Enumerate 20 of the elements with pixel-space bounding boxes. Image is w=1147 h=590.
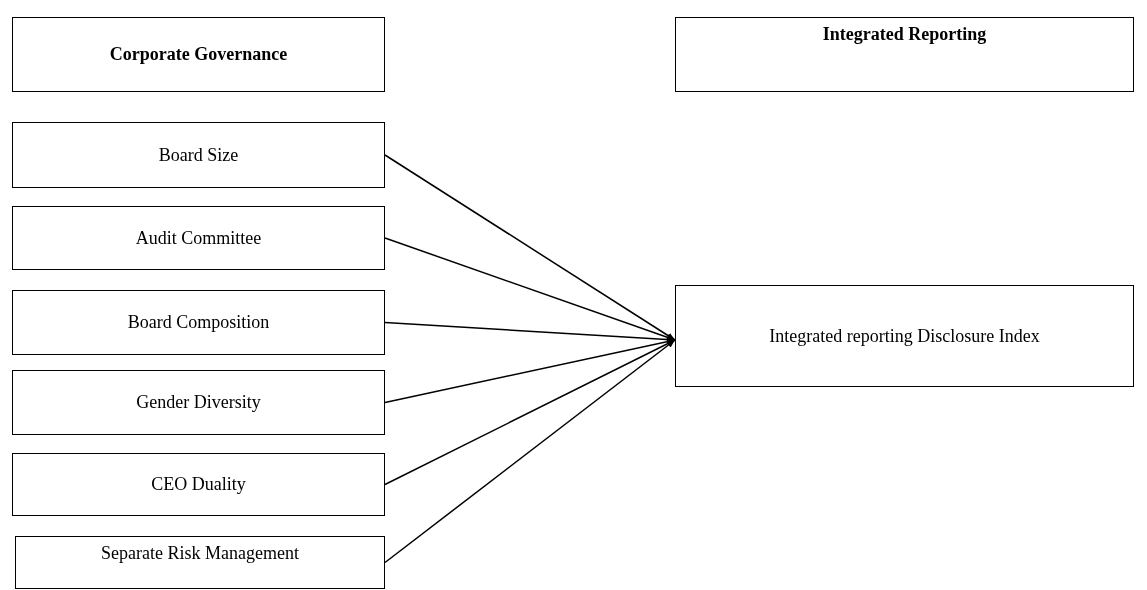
variable-box	[12, 206, 385, 270]
heading-text: Corporate Governance	[109, 44, 288, 65]
heading-box	[12, 17, 385, 92]
variable-box	[12, 453, 385, 516]
box-label: Integrated reporting Disclosure Index	[769, 325, 1040, 347]
box-label: Audit Committee	[135, 227, 262, 249]
box-label: CEO Duality	[151, 474, 246, 495]
variable-box	[12, 290, 385, 355]
variable-box	[12, 370, 385, 435]
box-label: Separate Risk Management	[101, 543, 299, 564]
arrow	[384, 339, 676, 564]
box-label: Board Composition	[127, 312, 270, 333]
variable-box	[12, 122, 385, 188]
box-label: Gender Diversity	[136, 392, 261, 413]
arrow	[384, 154, 676, 341]
heading-text: Integrated Reporting	[822, 24, 987, 45]
outcome-box	[675, 285, 1134, 387]
heading-box	[675, 17, 1134, 92]
box-label: Board Size	[158, 144, 239, 166]
variable-box	[15, 536, 385, 589]
